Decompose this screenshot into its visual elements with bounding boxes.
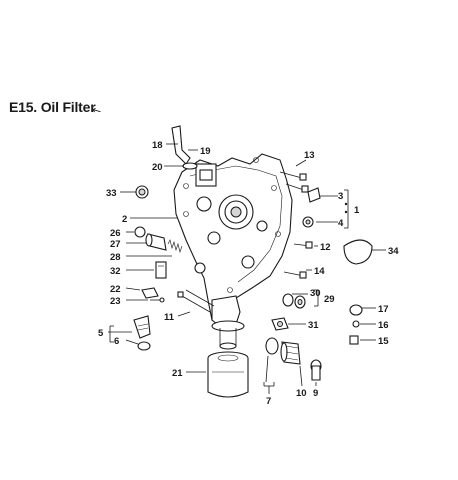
callout-3: 3 [338, 191, 343, 202]
callout-13: 13 [304, 150, 315, 161]
screw-part-23 [150, 297, 165, 303]
callout-21: 21 [172, 368, 183, 379]
callout-9: 9 [313, 388, 318, 399]
callout-2: 2 [122, 214, 127, 225]
ring-part-16 [352, 320, 360, 328]
callout-33: 33 [106, 188, 117, 199]
callout-29: 29 [324, 294, 335, 305]
callout-22: 22 [110, 284, 121, 295]
callout-10: 10 [296, 388, 307, 399]
callout-20: 20 [152, 162, 163, 173]
callout-28: 28 [110, 252, 121, 263]
washer-part-4 [302, 216, 314, 228]
oil-filter-part-21 [207, 351, 249, 398]
bolt-part-12 [293, 241, 313, 249]
gear-case-housing [173, 153, 293, 350]
callout-12: 12 [320, 242, 331, 253]
plug-part-9 [310, 359, 322, 381]
sleeve-part-27 [145, 233, 167, 251]
plug-part-33 [135, 185, 149, 199]
drain-plug-part-5 [133, 315, 151, 339]
callout-5: 5 [98, 328, 104, 339]
callout-34: 34 [388, 246, 399, 257]
plate-part-32 [155, 261, 167, 279]
callout-32: 32 [110, 266, 121, 277]
callout-31: 31 [308, 320, 319, 331]
clamp-part-17 [349, 304, 363, 316]
washer-part-30 [282, 293, 306, 309]
valve-body-part-10 [280, 341, 301, 365]
spring-part-28 [167, 239, 183, 254]
callout-27: 27 [110, 239, 121, 250]
elbow-pipe-part [171, 125, 198, 170]
fitting-part-31 [271, 317, 289, 331]
callout-labels: 18 19 20 13 33 3 1 4 2 26 27 28 12 34 32… [98, 140, 399, 407]
bolt-part-14 [283, 271, 307, 279]
gasket-part-34 [343, 239, 373, 265]
clip-part-22 [141, 287, 159, 299]
callout-6: 6 [114, 336, 119, 347]
callout-11: 11 [164, 312, 175, 323]
callout-30: 30 [310, 288, 321, 299]
callout-7: 7 [266, 396, 271, 407]
callout-15: 15 [378, 336, 389, 347]
oring-part-7 [265, 337, 279, 355]
oring-part-6 [137, 341, 151, 351]
callout-17: 17 [378, 304, 389, 315]
plug-part-3 [307, 187, 321, 203]
bolt-part-13 [279, 171, 309, 193]
fitting-part-15 [349, 335, 359, 345]
callout-18: 18 [152, 140, 163, 151]
callout-1: 1 [354, 205, 360, 216]
callout-4: 4 [338, 218, 344, 229]
bolt-part-11 [177, 289, 215, 313]
oring-part-26 [134, 226, 146, 238]
page-title: E15. Oil Filter [9, 99, 96, 115]
callout-14: 14 [314, 266, 325, 277]
callout-19: 19 [200, 146, 211, 157]
callout-23: 23 [110, 296, 121, 307]
leader-lines [108, 143, 386, 394]
callout-26: 26 [110, 228, 121, 239]
callout-16: 16 [378, 320, 389, 331]
